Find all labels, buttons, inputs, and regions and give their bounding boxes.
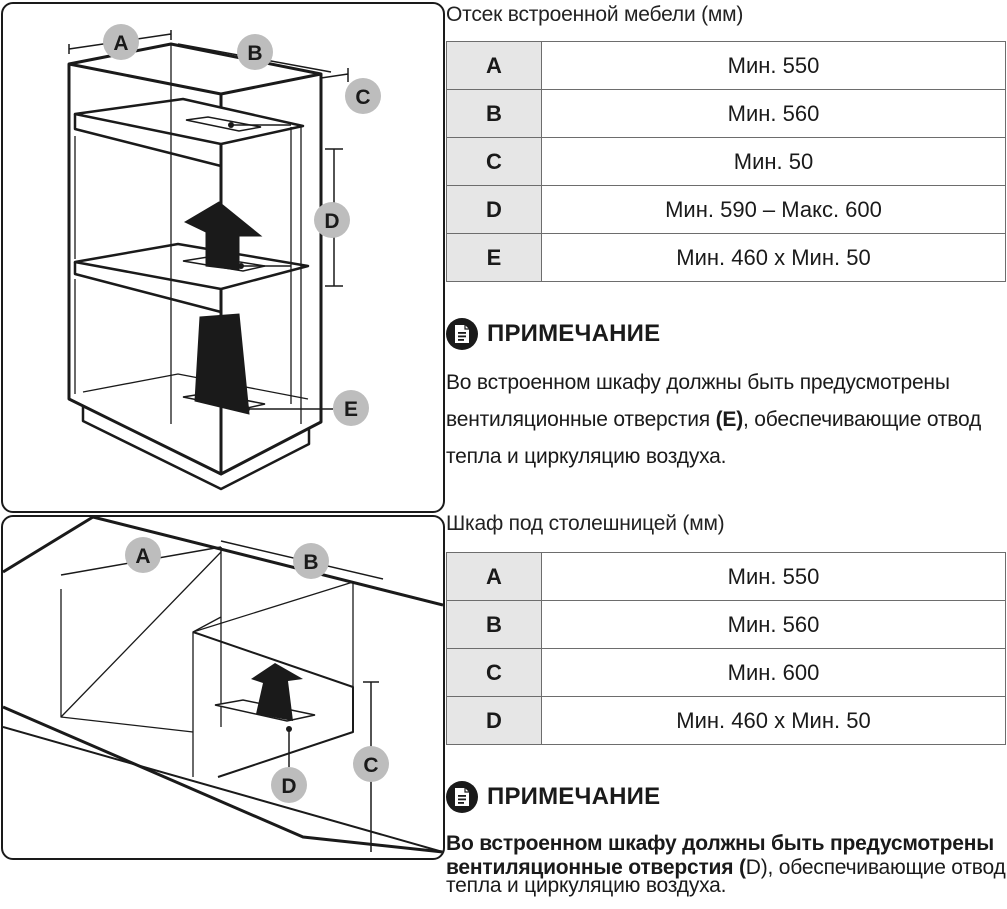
label-d: D [281, 775, 296, 798]
label-b: B [303, 551, 318, 574]
table-key: A [446, 552, 542, 601]
table-key: A [446, 41, 542, 90]
label-c-marker [345, 78, 381, 114]
table-key: C [446, 137, 542, 186]
table-key: B [446, 89, 542, 138]
note-line: вентиляционные отверстия (E), обеспечива… [446, 408, 982, 431]
note-title: ПРИМЕЧАНИЕ [487, 783, 661, 810]
section1-title: Отсек встроенной мебели (мм) [446, 3, 744, 26]
built-in-cabinet-illustration: A B C D E [67, 24, 381, 491]
table-value: Мин. 600 [541, 648, 1006, 697]
note-document-icon [446, 781, 478, 813]
table-value: Мин. 50 [541, 137, 1006, 186]
note-document-icon [446, 318, 478, 350]
label-c-marker [353, 746, 389, 782]
table-key: C [446, 648, 542, 697]
table-value: Мин. 550 [541, 552, 1006, 601]
label-a: A [113, 32, 128, 55]
section2-note-text: Во встроенном шкафу должны быть предусмо… [446, 832, 1006, 898]
label-a: A [135, 545, 150, 568]
label-b-marker [293, 543, 329, 579]
table-key: E [446, 233, 542, 282]
label-c: C [363, 754, 378, 777]
table-key: D [446, 185, 542, 234]
note-line: тепла и циркуляцию воздуха. [446, 445, 727, 468]
label-b: B [247, 42, 262, 65]
table-value: Мин. 460 x Мин. 50 [541, 696, 1006, 745]
table-value: Мин. 560 [541, 600, 1006, 649]
table-value: Мин. 590 – Макс. 600 [541, 185, 1006, 234]
table-key: B [446, 600, 542, 649]
table-value: Мин. 550 [541, 41, 1006, 90]
label-d-marker [271, 767, 307, 803]
section2-note-header: ПРИМЕЧАНИЕ [446, 781, 660, 813]
note-line: Во встроенном шкафу должны быть предусмо… [446, 832, 994, 855]
label-d: D [324, 210, 339, 233]
built-in-cabinet-diagram: A B C D E [1, 2, 445, 513]
label-a-marker [103, 24, 139, 60]
under-counter-diagram: A B C D [1, 515, 445, 860]
label-d-marker [314, 202, 350, 238]
section2-title: Шкаф под столешницей (мм) [446, 512, 725, 535]
section1-note-header: ПРИМЕЧАНИЕ [446, 318, 660, 350]
label-b-marker [237, 34, 273, 70]
label-e: E [344, 398, 358, 421]
note-line: тепла и циркуляцию воздуха. [446, 874, 727, 897]
section1-note-text: Во встроенном шкафу должны быть предусмо… [446, 364, 1006, 475]
label-a-marker [125, 537, 161, 573]
label-e-marker [333, 390, 369, 426]
table-value: Мин. 460 x Мин. 50 [541, 233, 1006, 282]
label-c: C [355, 86, 370, 109]
under-counter-illustration: A B C D [3, 517, 443, 854]
table-key: D [446, 696, 542, 745]
note-title: ПРИМЕЧАНИЕ [487, 320, 661, 347]
table-value: Мин. 560 [541, 89, 1006, 138]
note-line: вентиляционные отверстия (D), обеспечива… [446, 856, 1006, 879]
note-line: Во встроенном шкафу должны быть предусмо… [446, 371, 950, 394]
